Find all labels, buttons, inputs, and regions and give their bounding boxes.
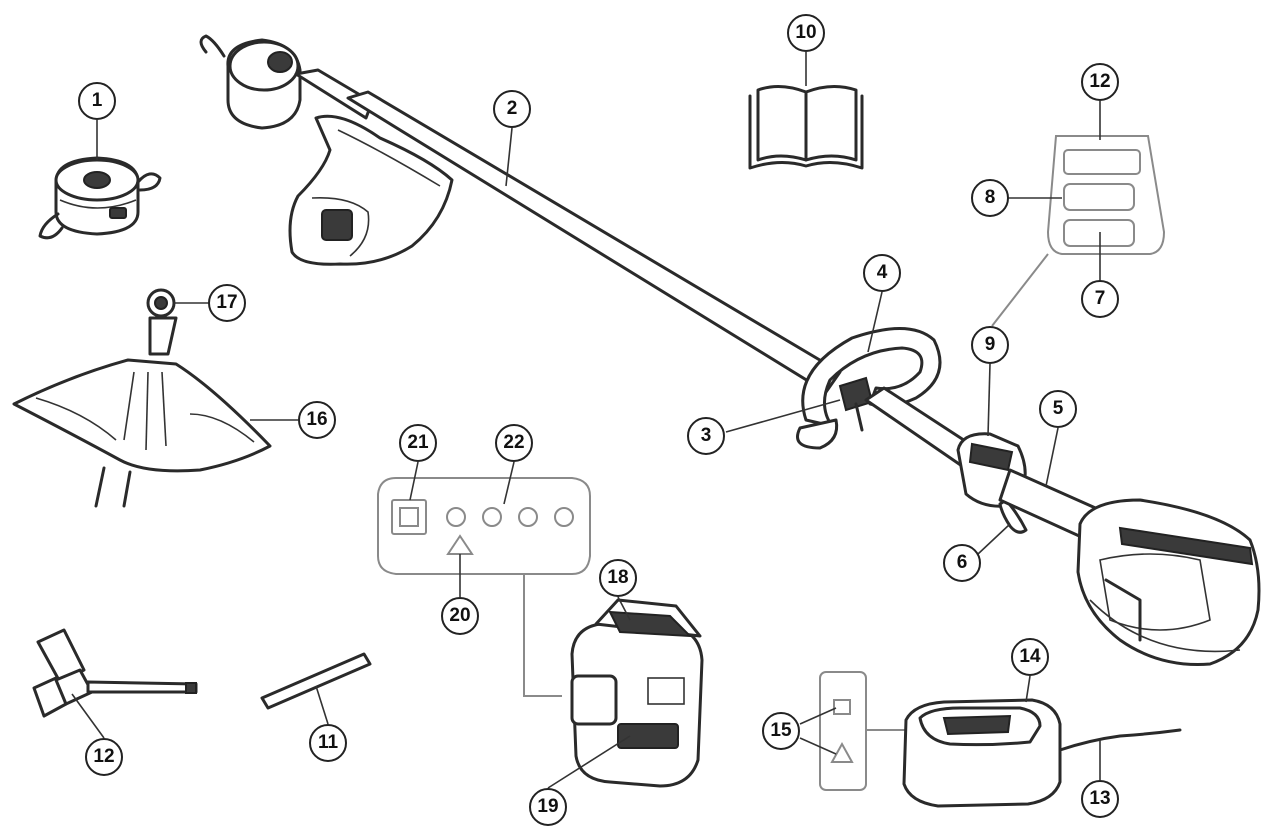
callout-14: 14 <box>1011 638 1049 676</box>
callout-16: 16 <box>298 401 336 439</box>
callout-2: 2 <box>493 90 531 128</box>
callout-13: 13 <box>1081 780 1119 818</box>
callout-12-panel: 12 <box>1081 63 1119 101</box>
guard-icon <box>12 288 272 508</box>
callout-20: 20 <box>441 597 479 635</box>
callout-11: 11 <box>309 724 347 762</box>
callout-6: 6 <box>943 544 981 582</box>
callout-12-wrench: 12 <box>85 738 123 776</box>
callout-22: 22 <box>495 424 533 462</box>
callout-18: 18 <box>599 559 637 597</box>
control-panel-inset-icon <box>991 135 1166 327</box>
callout-5: 5 <box>1039 390 1077 428</box>
charger-panel-inset-icon <box>819 671 908 791</box>
charger-icon <box>902 698 1182 808</box>
battery-icon <box>570 598 704 788</box>
callout-7: 7 <box>1081 280 1119 318</box>
manual-icon <box>748 85 864 170</box>
leader-lines <box>71 101 1101 789</box>
callout-8: 8 <box>971 179 1009 217</box>
battery-panel-inset-icon <box>377 477 591 697</box>
callout-21: 21 <box>399 424 437 462</box>
callout-10: 10 <box>787 14 825 52</box>
callout-4: 4 <box>863 254 901 292</box>
callout-19: 19 <box>529 788 567 826</box>
trimmer-shaft-icon <box>199 34 842 394</box>
callout-9: 9 <box>971 326 1009 364</box>
callout-17: 17 <box>208 284 246 322</box>
callout-15: 15 <box>762 712 800 750</box>
callout-1: 1 <box>78 82 116 120</box>
wrench-icon <box>32 628 198 718</box>
rear-handle-icon <box>956 432 1261 666</box>
spare-trimmer-head-icon <box>38 156 162 240</box>
callout-3: 3 <box>687 417 725 455</box>
rod-icon <box>260 652 372 710</box>
